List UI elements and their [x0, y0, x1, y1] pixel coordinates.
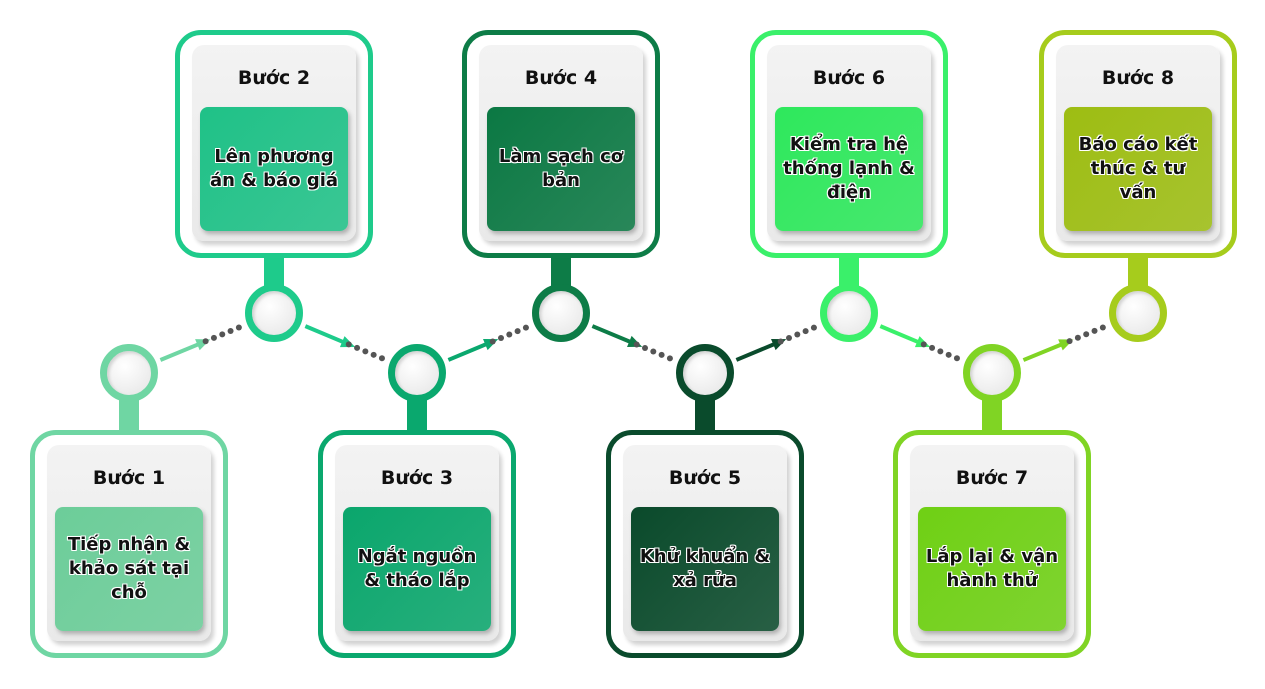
- dotted-connector: [210, 334, 217, 341]
- step-node-circle: [676, 344, 734, 402]
- dotted-connector: [633, 341, 640, 348]
- step-description-box: Lên phương án & báo giá: [200, 107, 348, 231]
- dotted-connector: [945, 351, 952, 358]
- dotted-connector: [1091, 327, 1098, 334]
- dotted-connector: [370, 351, 377, 358]
- step-description-box: Lắp lại & vận hành thử: [918, 507, 1066, 631]
- step-description-box: Làm sạch cơ bản: [487, 107, 635, 231]
- step-card-3: Bước 3 Ngắt nguồn & tháo lắp: [318, 430, 516, 658]
- arrow-line: [1022, 341, 1065, 362]
- step-title: Bước 6: [812, 67, 886, 89]
- step-node-circle: [532, 284, 590, 342]
- arrow-line: [304, 324, 347, 346]
- dotted-connector: [1083, 331, 1090, 338]
- step-description: Báo cáo kết thúc & tư vấn: [1078, 134, 1198, 203]
- step-description: Kiểm tra hệ thống lạnh & điện: [783, 134, 915, 203]
- dotted-connector: [666, 355, 673, 362]
- dotted-connector: [235, 324, 242, 331]
- step-card-1: Bước 1 Tiếp nhận & khảo sát tại chỗ: [30, 430, 228, 658]
- dotted-connector: [1099, 324, 1106, 331]
- step-description: Ngắt nguồn & tháo lắp: [357, 546, 477, 591]
- step-card-2: Bước 2 Lên phương án & báo giá: [175, 30, 373, 258]
- card-panel: Bước 2 Lên phương án & báo giá: [192, 45, 356, 241]
- dotted-connector: [202, 338, 209, 345]
- dotted-connector: [658, 351, 665, 358]
- step-card-5: Bước 5 Khử khuẩn & xả rửa: [606, 430, 804, 658]
- dotted-connector: [514, 328, 521, 335]
- step-description: Làm sạch cơ bản: [498, 146, 624, 191]
- dotted-connector: [937, 348, 944, 355]
- step-title: Bước 1: [92, 467, 166, 489]
- dotted-connector: [354, 344, 361, 351]
- card-panel: Bước 4 Làm sạch cơ bản: [479, 45, 643, 241]
- dotted-connector: [506, 331, 513, 338]
- step-description: Tiếp nhận & khảo sát tại chỗ: [67, 534, 191, 603]
- dotted-connector: [786, 335, 792, 341]
- step-node-circle: [245, 284, 303, 342]
- step-title: Bước 5: [668, 467, 742, 489]
- dotted-connector: [1074, 334, 1081, 341]
- dotted-connector: [1066, 338, 1073, 345]
- card-panel: Bước 1 Tiếp nhận & khảo sát tại chỗ: [47, 445, 211, 641]
- dotted-connector: [920, 341, 927, 348]
- dotted-connector: [489, 338, 496, 345]
- arrow-line: [879, 324, 922, 346]
- dotted-connector: [929, 344, 936, 351]
- step-card-8: Bước 8 Báo cáo kết thúc & tư vấn: [1039, 30, 1237, 258]
- dotted-connector: [362, 348, 369, 355]
- step-description: Khử khuẩn & xả rửa: [639, 546, 771, 591]
- dotted-connector: [522, 324, 529, 331]
- dotted-connector: [219, 331, 226, 338]
- card-panel: Bước 6 Kiểm tra hệ thống lạnh & điện: [767, 45, 931, 241]
- dotted-connector: [802, 328, 809, 335]
- step-description-box: Kiểm tra hệ thống lạnh & điện: [775, 107, 923, 231]
- card-panel: Bước 8 Báo cáo kết thúc & tư vấn: [1056, 45, 1220, 241]
- step-description-box: Tiếp nhận & khảo sát tại chỗ: [55, 507, 203, 631]
- dotted-connector: [794, 331, 801, 338]
- dotted-connector: [227, 327, 234, 334]
- step-title: Bước 3: [380, 467, 454, 489]
- dotted-connector: [378, 355, 385, 362]
- step-node-circle: [963, 344, 1021, 402]
- dotted-connector: [345, 341, 352, 348]
- card-panel: Bước 3 Ngắt nguồn & tháo lắp: [335, 445, 499, 641]
- step-title: Bước 4: [524, 67, 598, 89]
- dotted-connector: [498, 335, 504, 341]
- step-node-circle: [100, 344, 158, 402]
- dotted-connector: [650, 348, 657, 355]
- card-panel: Bước 5 Khử khuẩn & xả rửa: [623, 445, 787, 641]
- arrow-line: [591, 324, 634, 345]
- step-node-circle: [388, 344, 446, 402]
- step-node-circle: [1109, 284, 1167, 342]
- step-card-7: Bước 7 Lắp lại & vận hành thử: [893, 430, 1091, 658]
- step-title: Bước 2: [237, 67, 311, 89]
- step-description: Lắp lại & vận hành thử: [925, 546, 1059, 591]
- dotted-connector: [642, 345, 648, 351]
- step-description-box: Báo cáo kết thúc & tư vấn: [1064, 107, 1212, 231]
- card-panel: Bước 7 Lắp lại & vận hành thử: [910, 445, 1074, 641]
- arrow-line: [735, 341, 778, 362]
- step-title: Bước 7: [955, 467, 1029, 489]
- step-title: Bước 8: [1101, 67, 1175, 89]
- arrow-line: [447, 341, 490, 362]
- step-description: Lên phương án & báo giá: [209, 146, 339, 191]
- step-card-6: Bước 6 Kiểm tra hệ thống lạnh & điện: [750, 30, 948, 258]
- dotted-connector: [810, 324, 817, 331]
- dotted-connector: [777, 338, 784, 345]
- arrow-line: [159, 341, 202, 362]
- step-description-box: Ngắt nguồn & tháo lắp: [343, 507, 491, 631]
- step-description-box: Khử khuẩn & xả rửa: [631, 507, 779, 631]
- step-card-4: Bước 4 Làm sạch cơ bản: [462, 30, 660, 258]
- dotted-connector: [953, 355, 960, 362]
- step-node-circle: [820, 284, 878, 342]
